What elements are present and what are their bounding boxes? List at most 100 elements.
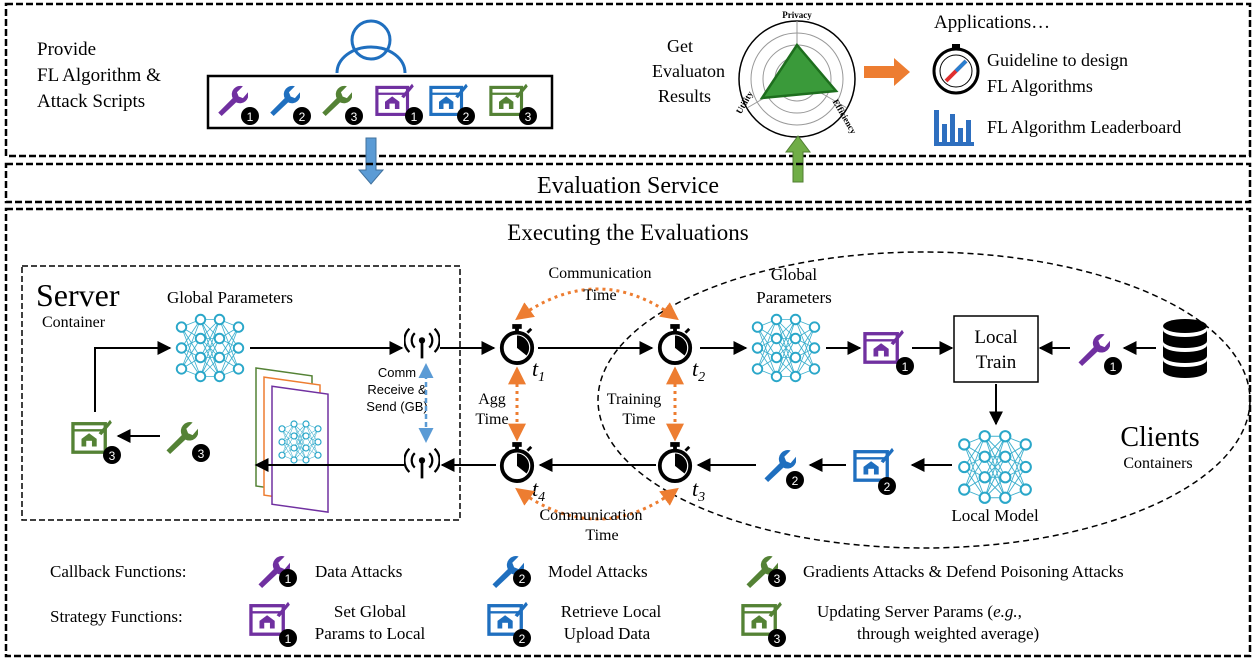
- agg-time-line-1: Agg: [478, 391, 506, 408]
- applications-title: Applications…: [934, 12, 1050, 33]
- t2-label: t2: [692, 356, 705, 385]
- blueprint-icon: [249, 600, 290, 636]
- service-label: Evaluation Service: [537, 173, 719, 199]
- antenna-icon: [404, 327, 440, 360]
- badge-2: 2: [293, 107, 311, 125]
- clients-subtitle: Containers: [1123, 455, 1192, 472]
- svg-text:2: 2: [884, 480, 891, 494]
- legend-cb3: Gradients Attacks & Defend Poisoning Att…: [803, 562, 1124, 581]
- badge-2: 2: [786, 471, 804, 489]
- legend-st3-line-2: through weighted average): [857, 624, 1039, 643]
- client-global-params-line-2: Parameters: [756, 288, 832, 307]
- legend-st2-line-1: Retrieve Local: [561, 602, 662, 621]
- results-line-1: Get: [667, 36, 693, 56]
- badge-1: 1: [279, 569, 297, 587]
- guideline-line-2: FL Algorithms: [987, 76, 1093, 96]
- svg-text:2: 2: [299, 110, 306, 124]
- svg-text:1: 1: [1110, 360, 1117, 374]
- svg-text:2: 2: [519, 632, 526, 646]
- comm-time-arc-bottom: [515, 487, 679, 521]
- t3-label: t3: [692, 476, 705, 505]
- badge-1: 1: [896, 357, 914, 375]
- svg-text:1: 1: [902, 360, 909, 374]
- comm-time-bottom-line-1: Communication: [539, 507, 642, 524]
- badge-1: 1: [241, 107, 259, 125]
- svg-text:2: 2: [792, 474, 799, 488]
- stopwatch-icon: [657, 442, 693, 483]
- comm-line-1: Comm: [378, 365, 416, 380]
- server-container: [21, 265, 461, 521]
- clients-title: Clients: [1120, 422, 1199, 453]
- strategy-label: Strategy Functions:: [50, 607, 183, 626]
- t4-label: t4: [532, 476, 545, 505]
- legend-cb2: Model Attacks: [548, 562, 648, 581]
- submit-arrow: [357, 137, 385, 185]
- radar-axis-privacy: Privacy: [782, 10, 812, 20]
- local-train-line-2: Train: [976, 352, 1017, 373]
- client-global-params-line-1: Global: [771, 265, 818, 284]
- badge-1: 1: [279, 629, 297, 647]
- training-time-line-2: Time: [622, 411, 655, 428]
- compass-icon: [932, 44, 980, 95]
- gradient-stack: [255, 367, 329, 513]
- svg-text:1: 1: [247, 110, 254, 124]
- svg-text:1: 1: [411, 110, 418, 124]
- badge-1: 1: [405, 107, 423, 125]
- badge-2: 2: [513, 569, 531, 587]
- top-section-frame: [4, 2, 1252, 158]
- radar-chart-icon: [738, 20, 856, 138]
- provider-line-2: FL Algorithm &: [37, 65, 161, 86]
- antenna-icon: [404, 447, 440, 480]
- svg-text:3: 3: [525, 110, 532, 124]
- comm-time-top-line-1: Communication: [548, 265, 651, 282]
- local-train-box: [953, 315, 1039, 383]
- svg-text:2: 2: [463, 110, 470, 124]
- neural-network-icon: [751, 313, 821, 383]
- provider-line-1: Provide: [37, 39, 96, 60]
- blueprint-icon: [863, 328, 904, 364]
- svg-text:1: 1: [285, 632, 292, 646]
- stopwatch-icon: [657, 324, 693, 365]
- callback-label: Callback Functions:: [50, 562, 186, 581]
- local-model-label: Local Model: [951, 506, 1039, 525]
- badge-2: 2: [878, 477, 896, 495]
- svg-text:2: 2: [519, 572, 526, 586]
- badge-3: 3: [192, 444, 210, 462]
- return-arrow: [785, 135, 811, 183]
- comm-line-2: Receive &: [367, 382, 427, 397]
- badge-3: 3: [519, 107, 537, 125]
- svg-text:3: 3: [109, 449, 116, 463]
- blueprint-icon: [71, 418, 112, 454]
- local-train-line-1: Local: [974, 327, 1017, 348]
- guideline-line-1: Guideline to design: [987, 50, 1128, 70]
- results-arrow: [864, 58, 910, 86]
- user-icon: [335, 19, 407, 74]
- svg-text:3: 3: [774, 632, 781, 646]
- flow-arrow: [94, 341, 172, 412]
- svg-text:3: 3: [351, 110, 358, 124]
- comm-line-3: Send (GB): [366, 399, 427, 414]
- badge-3: 3: [768, 569, 786, 587]
- leaderboard-label: FL Algorithm Leaderboard: [987, 117, 1181, 137]
- svg-text:3: 3: [198, 447, 205, 461]
- service-frame: [4, 162, 1252, 204]
- results-line-3: Results: [658, 86, 711, 106]
- legend-st3-line-1: Updating Server Params (e.g.,: [817, 602, 1022, 621]
- execution-frame: [4, 207, 1252, 658]
- badge-3: 3: [345, 107, 363, 125]
- server-global-params-label: Global Parameters: [167, 288, 293, 307]
- svg-text:3: 3: [774, 572, 781, 586]
- clients-container: [597, 251, 1251, 549]
- badge-2: 2: [513, 629, 531, 647]
- legend-st2-line-2: Upload Data: [564, 624, 651, 643]
- legend-st1-line-2: Params to Local: [315, 624, 426, 643]
- stopwatch-icon: [499, 324, 535, 365]
- neural-network-icon: [175, 313, 245, 383]
- comm-time-bottom-line-2: Time: [585, 527, 618, 544]
- results-line-2: Evaluaton: [652, 61, 725, 81]
- blueprint-icon: [853, 446, 894, 482]
- legend-cb1: Data Attacks: [315, 562, 402, 581]
- comm-time-top-line-2: Time: [583, 287, 616, 304]
- agg-time-line-2: Time: [475, 411, 508, 428]
- svg-text:1: 1: [285, 572, 292, 586]
